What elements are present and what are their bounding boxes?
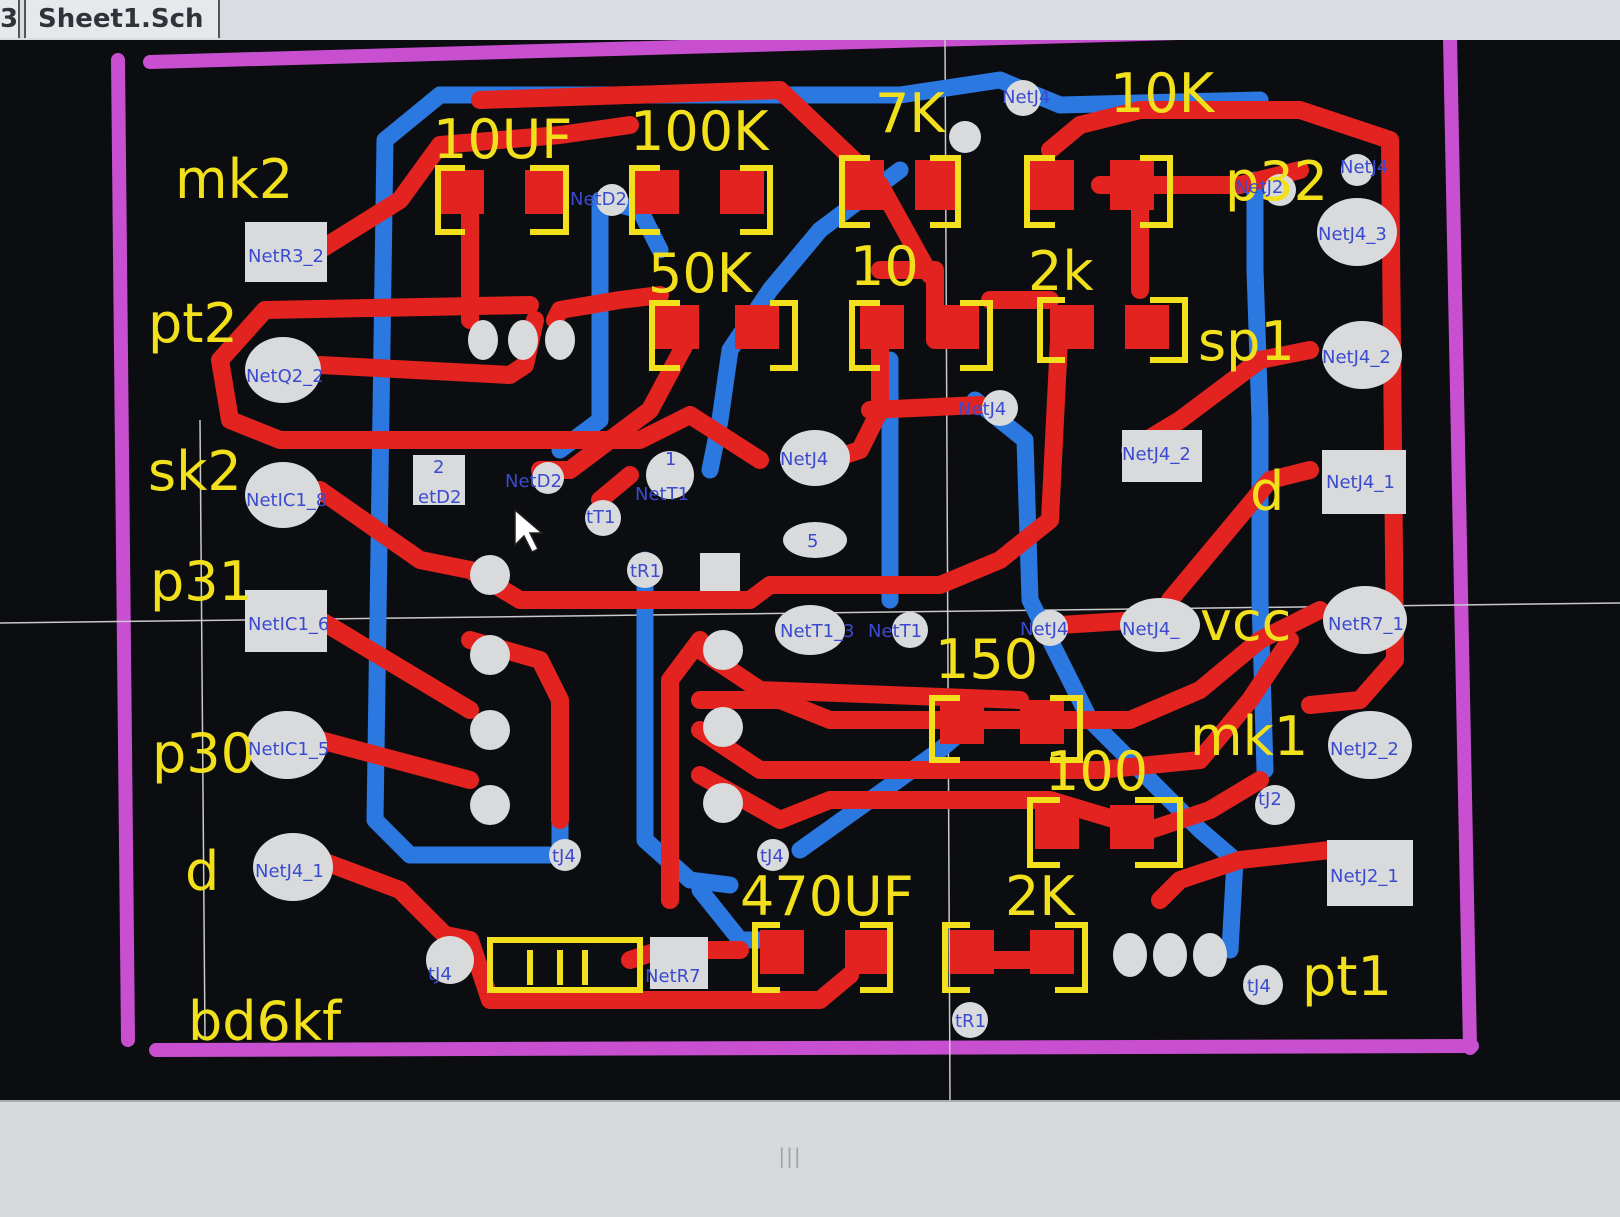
net-label-netj4-vcc: NetJ4_ (1122, 619, 1180, 640)
scroll-grip-icon[interactable]: ||| (778, 1144, 802, 1168)
bottom-status-panel: ||| (0, 1100, 1620, 1217)
silk-label-sk2: sk2 (148, 440, 242, 503)
net-label-tr1: tR1 (630, 561, 661, 582)
silk-label-bd6kf: bd6kf (188, 990, 343, 1053)
net-label-netj2-top: NetJ2 (1235, 177, 1283, 198)
silk-label-2k-bottom: 2K (1005, 865, 1076, 928)
net-label-tt1: tT1 (586, 507, 616, 528)
net-label-netj4-top: NetJ4 (1002, 87, 1050, 108)
net-label-tr1-bot: tR1 (955, 1011, 986, 1032)
net-label-netic1-6: NetIC1_6 (248, 614, 329, 635)
net-label-nett1: NetT1 (635, 484, 689, 505)
net-label-etd2: etD2 (418, 487, 461, 508)
silk-label-2k-top: 2k (1028, 240, 1094, 303)
net-label-netr7-1: NetR7_1 (1328, 614, 1404, 635)
net-label-netj4-p32: NetJ4 (1340, 157, 1388, 178)
silk-label-100: 100 (1045, 740, 1148, 803)
net-label-tj4-bot: tJ4 (1247, 976, 1271, 997)
pad-number-5: 5 (807, 531, 818, 552)
silk-label-d-right: d (1250, 460, 1284, 523)
net-label-netj4-3: NetJ4_3 (1318, 224, 1387, 245)
pad-number-1: 1 (665, 449, 676, 470)
silk-label-p32: p32 (1225, 150, 1328, 213)
pcb-editor-canvas[interactable]: mk2 pt2 sk2 p31 p30 d bd6kf 10UF 100K 7K… (0, 19, 1620, 1101)
net-label-nett1-b: NetT1 (868, 621, 922, 642)
silk-label-pt1: pt1 (1302, 945, 1392, 1008)
net-label-netq2-2: NetQ2_2 (246, 366, 324, 387)
tab-sheet1-sch[interactable]: Sheet1.Sch (24, 0, 220, 38)
net-label-tj2: tJ2 (1258, 789, 1282, 810)
silk-label-d-left: d (185, 840, 219, 903)
silk-label-p30: p30 (152, 722, 255, 785)
silk-label-vcc: vcc (1200, 590, 1291, 653)
net-label-netr7: NetR7 (645, 966, 701, 987)
silk-label-mk2: mk2 (175, 148, 293, 211)
net-label-tj4-low: tJ4 (760, 846, 784, 867)
net-label-netd2-top: NetD2 (570, 189, 627, 210)
smd-pads (440, 160, 1169, 974)
mouse-pointer-icon (514, 508, 545, 554)
net-label-tj4-mid: tJ4 (552, 846, 576, 867)
net-label-netj4-center: NetJ4 (958, 399, 1006, 420)
net-label-nett1-3: NetT1_3 (780, 621, 855, 642)
silk-label-10k: 10K (1110, 62, 1216, 125)
silk-label-50k: 50K (648, 242, 754, 305)
net-label-netj4-r: NetJ4 (1020, 619, 1068, 640)
net-label-tj4-left: tJ4 (428, 964, 452, 985)
net-label-netic1-5: NetIC1_5 (248, 739, 329, 760)
silk-label-7k: 7K (875, 82, 946, 145)
net-label-netj2-1: NetJ2_1 (1330, 866, 1399, 887)
net-label-netj4-2: NetJ4_2 (1322, 347, 1391, 368)
net-label-netj4-2a: NetJ4_2 (1122, 444, 1191, 465)
pcb-layout[interactable]: mk2 pt2 sk2 p31 p30 d bd6kf 10UF 100K 7K… (0, 19, 1620, 1101)
silk-label-sp1: sp1 (1198, 310, 1295, 373)
silk-label-100k: 100K (630, 100, 770, 163)
silk-label-470uf: 470UF (740, 865, 914, 928)
net-label-netr3-2: NetR3_2 (248, 246, 324, 267)
silk-label-pt2: pt2 (148, 292, 238, 355)
silk-label-150: 150 (935, 628, 1038, 691)
net-label-netj2-2: NetJ2_2 (1330, 739, 1399, 760)
through-hole-pads (245, 80, 1413, 1038)
silk-label-mk1: mk1 (1190, 705, 1308, 768)
silk-label-10: 10 (850, 235, 919, 298)
silk-label-p31: p31 (150, 550, 253, 613)
pad-number-2: 2 (433, 457, 444, 478)
net-label-netj4-1r: NetJ4_1 (1326, 472, 1395, 493)
document-tab-bar: 3 Sheet1.Sch (0, 0, 1620, 41)
silkscreen-outlines (435, 155, 1188, 993)
tab-previous-document[interactable]: 3 (0, 0, 20, 38)
net-label-netic1-8: NetIC1_8 (246, 490, 327, 511)
net-label-netj4-mid: NetJ4 (780, 449, 828, 470)
net-label-netd2-mid: NetD2 (505, 471, 562, 492)
net-label-netj4-1-left: NetJ4_1 (255, 861, 324, 882)
silk-label-10uf: 10UF (433, 108, 572, 171)
